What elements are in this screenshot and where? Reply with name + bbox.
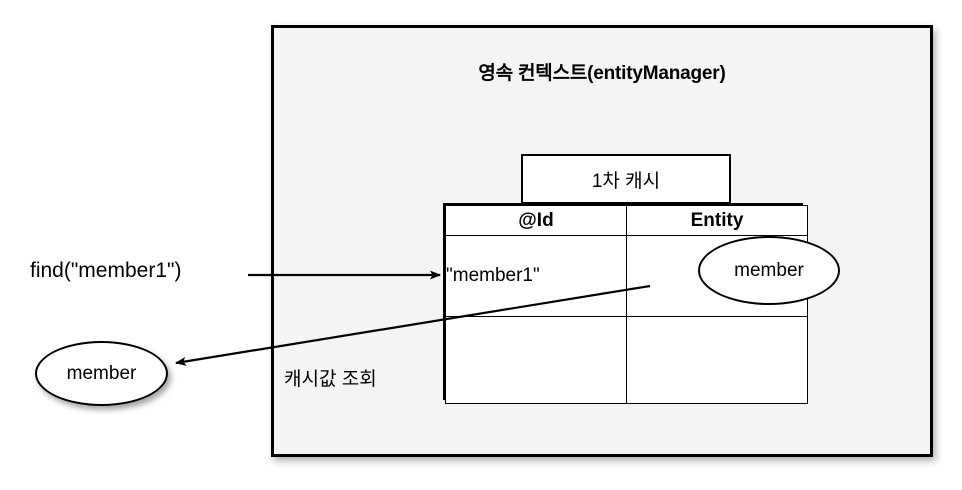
- find-call-label: find("member1"): [30, 259, 182, 282]
- cell-entity-value: member: [626, 235, 840, 317]
- cell-id-value-empty: [445, 316, 627, 404]
- returned-entity-label: member: [66, 362, 137, 384]
- table-header-row: @Id Entity: [445, 205, 808, 236]
- table-row: [445, 316, 808, 404]
- cache-lookup-label: 캐시값 조회: [284, 369, 377, 390]
- cached-entity-label: member: [734, 259, 804, 281]
- returned-entity-node: member: [35, 341, 168, 406]
- column-header-id: @Id: [445, 205, 627, 236]
- first-level-cache-table: @Id Entity "member1" member: [443, 203, 840, 404]
- column-header-entity: Entity: [626, 205, 808, 236]
- cell-entity-value-empty: [626, 316, 808, 404]
- first-level-cache-label: 1차 캐시: [591, 170, 661, 192]
- cached-entity-node: member: [698, 236, 840, 305]
- first-level-cache-label-box: 1차 캐시: [521, 154, 731, 204]
- cell-id-value: "member1": [445, 235, 627, 317]
- persistence-context-title: 영속 컨텍스트(entityManager): [478, 63, 726, 84]
- table-row: "member1" member: [445, 235, 840, 317]
